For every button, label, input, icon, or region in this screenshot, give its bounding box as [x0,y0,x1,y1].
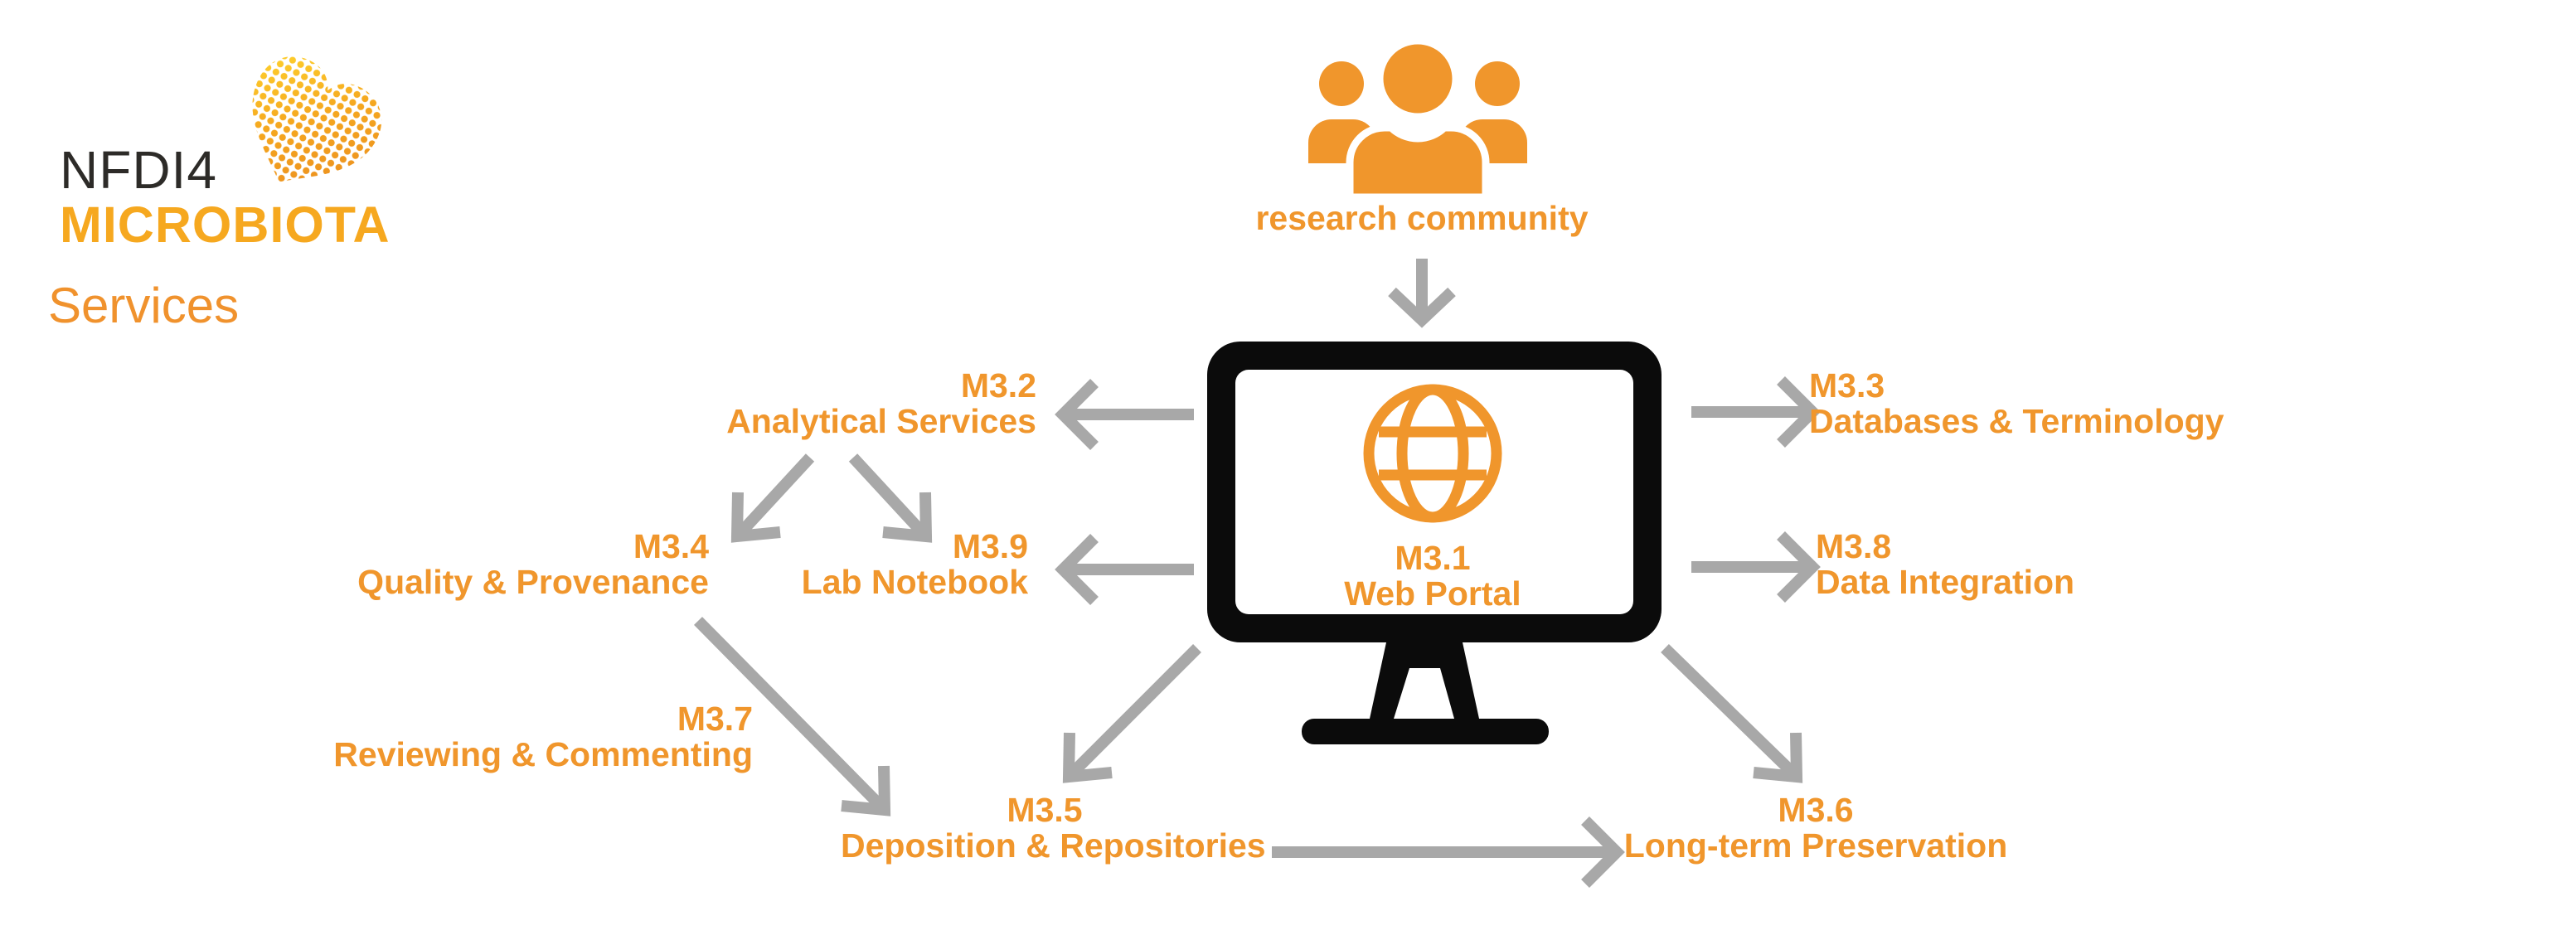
module-name: Deposition & Repositories [841,826,1266,865]
module-code: M3.5 [1007,791,1083,829]
module-code: M3.1 [1395,539,1471,577]
module-code: M3.9 [952,527,1028,565]
arrow-community-to-portal [1388,259,1456,328]
module-m37-reviewing-commenting: M3.7 Reviewing & Commenting [333,701,753,773]
module-name: Lab Notebook [801,563,1028,601]
module-m38-data-integration: M3.8 Data Integration [1816,529,2074,600]
module-name: Long-term Preservation [1623,826,2008,865]
module-m35-deposition-repositories: M3.5 Deposition & Repositories [841,791,1266,865]
module-m32-analytical-services: M3.2 Analytical Services [726,368,1036,439]
halftone-heart-icon [252,56,382,182]
module-code: M3.6 [1778,791,1854,829]
person-right-head [1475,61,1520,106]
org-name-line2: MICROBIOTA [60,196,391,253]
arrow-portal-to-m32 [1055,379,1194,450]
module-name: Databases & Terminology [1809,402,2224,440]
module-name: Quality & Provenance [357,563,709,601]
arrow-portal-to-m38 [1691,531,1821,603]
person-center-head [1375,36,1460,121]
research-community-label: research community [1255,199,1589,237]
arrow-m34-to-m35 [694,617,891,816]
monitor-screen [1235,370,1633,614]
module-m36-long-term-preservation: M3.6 Long-term Preservation [1612,792,2020,864]
globe-icon [1363,384,1502,523]
heart-shape [252,56,382,182]
arrow-portal-to-m39 [1055,534,1194,605]
monitor-stand-cutout [1394,668,1454,719]
arrow-m35-to-m36 [1272,816,1625,888]
module-name: Reviewing & Commenting [333,735,753,773]
person-center-body [1346,124,1490,201]
arrow-m32-to-m39 [848,453,933,543]
module-name: Web Portal [1344,574,1521,613]
arrow-portal-to-m33 [1691,376,1821,448]
arrow-m32-to-m34 [730,453,815,543]
arrow-portal-to-m36 [1661,643,1803,783]
monitor-base [1302,719,1549,744]
group-of-people-icon [1308,36,1527,201]
module-code: M3.4 [633,527,709,565]
module-m31-web-portal: M3.1 Web Portal [1225,540,1640,612]
arrow-portal-to-m35 [1062,644,1201,783]
module-code: M3.8 [1816,527,1892,565]
module-name: Analytical Services [726,402,1036,440]
module-m34-quality-provenance: M3.4 Quality & Provenance [357,529,709,600]
module-m39-lab-notebook: M3.9 Lab Notebook [802,529,1028,600]
desktop-monitor-icon [1207,342,1662,744]
page-title: Services [48,278,240,333]
module-code: M3.7 [677,700,753,738]
module-m33-databases-terminology: M3.3 Databases & Terminology [1809,368,2224,439]
module-code: M3.3 [1809,366,1885,405]
org-name-line1: NFDI4 [60,140,217,200]
module-name: Data Integration [1816,563,2075,601]
person-left-head [1319,61,1364,106]
module-code: M3.2 [960,366,1036,405]
